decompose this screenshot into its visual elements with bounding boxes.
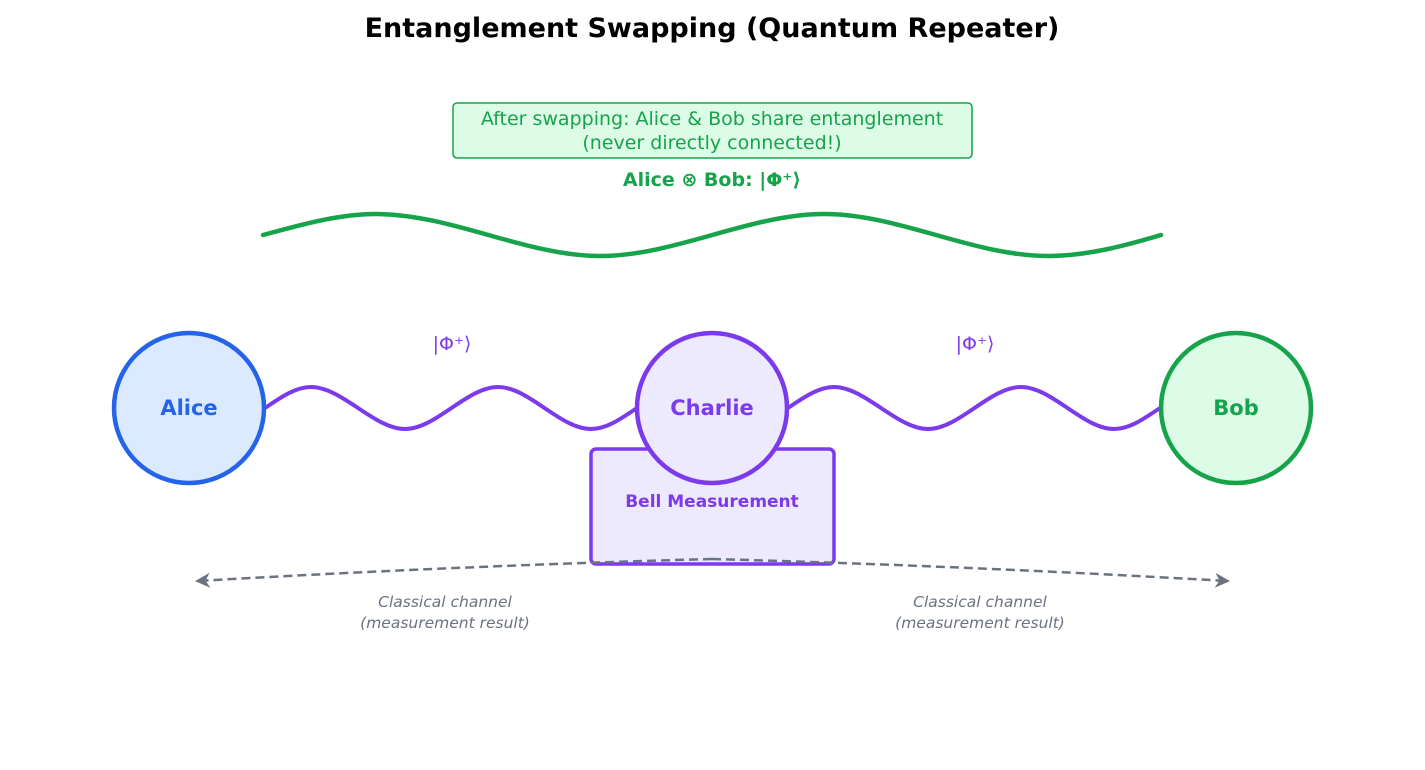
result-box-line2: (never directly connected!) — [582, 132, 841, 154]
alice-charlie-entanglement-wave — [263, 384, 639, 432]
classical-channel-left-line1: Classical channel — [378, 593, 512, 611]
classical-channel-right-line2: (measurement result) — [895, 614, 1065, 632]
alice-charlie-state-label: |Φ⁺⟩ — [433, 333, 472, 355]
alice-node — [111, 330, 267, 486]
alice-bob-entanglement-wave — [260, 211, 1164, 259]
classical-channel-right-line1: Classical channel — [913, 593, 1047, 611]
alice-node-label: Alice — [160, 396, 217, 420]
classical-channel-left-line2: (measurement result) — [360, 614, 530, 632]
bob-node-label: Bob — [1213, 396, 1258, 420]
charlie-node — [634, 330, 790, 486]
result-box-line1: After swapping: Alice & Bob share entang… — [481, 108, 943, 130]
charlie-bob-state-label: |Φ⁺⟩ — [956, 333, 995, 355]
charlie-bob-entanglement-wave — [786, 384, 1162, 432]
classical-channel-left-arrow — [195, 557, 713, 588]
bob-node — [1158, 330, 1314, 486]
result-state-label: Alice ⊗ Bob: |Φ⁺⟩ — [623, 169, 801, 191]
bell-measurement-label: Bell Measurement — [625, 492, 799, 512]
result-box — [452, 102, 973, 159]
classical-channel-right-arrow — [711, 557, 1230, 588]
charlie-node-label: Charlie — [670, 396, 754, 420]
page-title: Entanglement Swapping (Quantum Repeater) — [365, 13, 1060, 44]
